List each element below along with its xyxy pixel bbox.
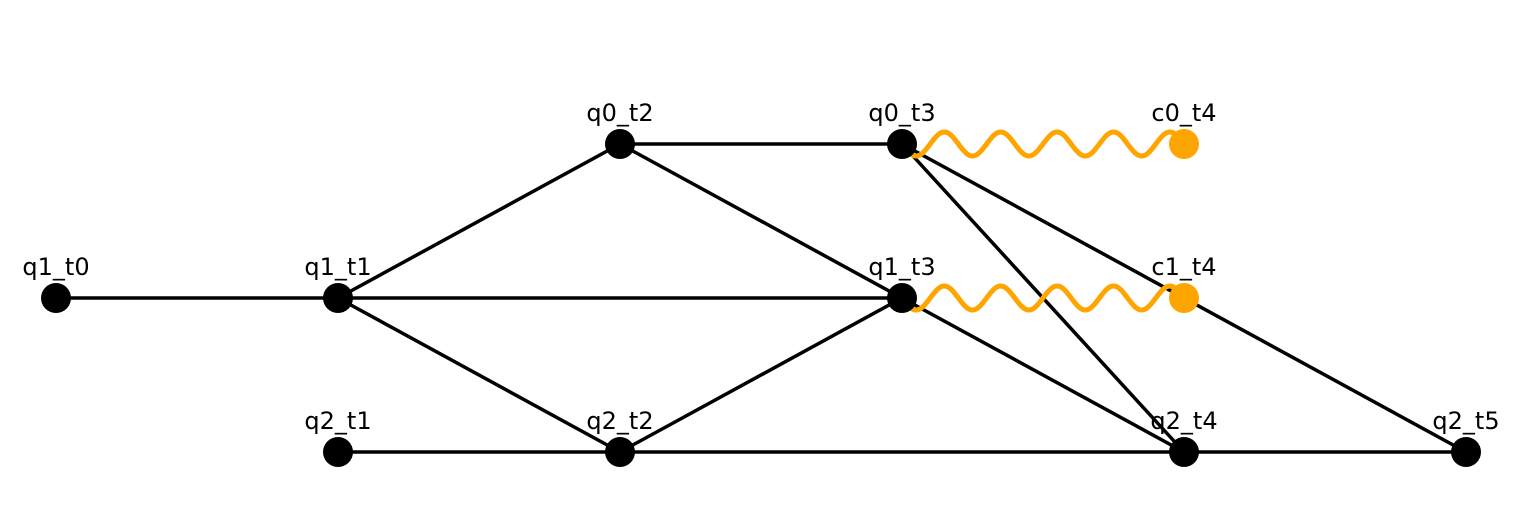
node-label-q0_t2: q0_t2 [586,99,653,127]
node-q2_t2 [605,437,635,467]
node-label-q1_t1: q1_t1 [304,253,371,281]
node-label-q2_t2: q2_t2 [586,407,653,435]
edge-q1_t3-q2_t4 [901,296,1185,454]
labels-layer: q1_t0 q1_t1 q2_t1 q0_t2 q2_t2 q0_t3 q1_t3 c0_t4… [22,99,1499,435]
node-q1_t1 [323,283,353,313]
edge-q1_t1-q0_t2 [337,142,621,300]
edge-q1_t1-q2_t2 [337,296,621,454]
node-label-q2_t5: q2_t5 [1432,407,1499,435]
node-c0_t4 [1169,129,1199,159]
node-label-q1_t0: q1_t0 [22,253,89,281]
nodes-layer [41,129,1481,467]
node-label-q2_t4: q2_t4 [1150,407,1217,435]
node-q0_t2 [605,129,635,159]
edge-q0_t2-q1_t3 [619,142,903,300]
node-q2_t4 [1169,437,1199,467]
node-label-q0_t3: q0_t3 [868,99,935,127]
node-label-c0_t4: c0_t4 [1151,99,1216,127]
node-q2_t5 [1451,437,1481,467]
wavy-edge-q0_t3-c0_t4 [899,129,1187,159]
node-label-c1_t4: c1_t4 [1151,253,1216,281]
node-q2_t1 [323,437,353,467]
node-q1_t0 [41,283,71,313]
node-q0_t3 [887,129,917,159]
wavy-edge-q1_t3-c1_t4 [899,283,1187,313]
node-label-q1_t3: q1_t3 [868,253,935,281]
node-label-q2_t1: q2_t1 [304,407,371,435]
node-q1_t3 [887,283,917,313]
edge-q2_t2-q1_t3 [619,296,903,454]
node-c1_t4 [1169,283,1199,313]
